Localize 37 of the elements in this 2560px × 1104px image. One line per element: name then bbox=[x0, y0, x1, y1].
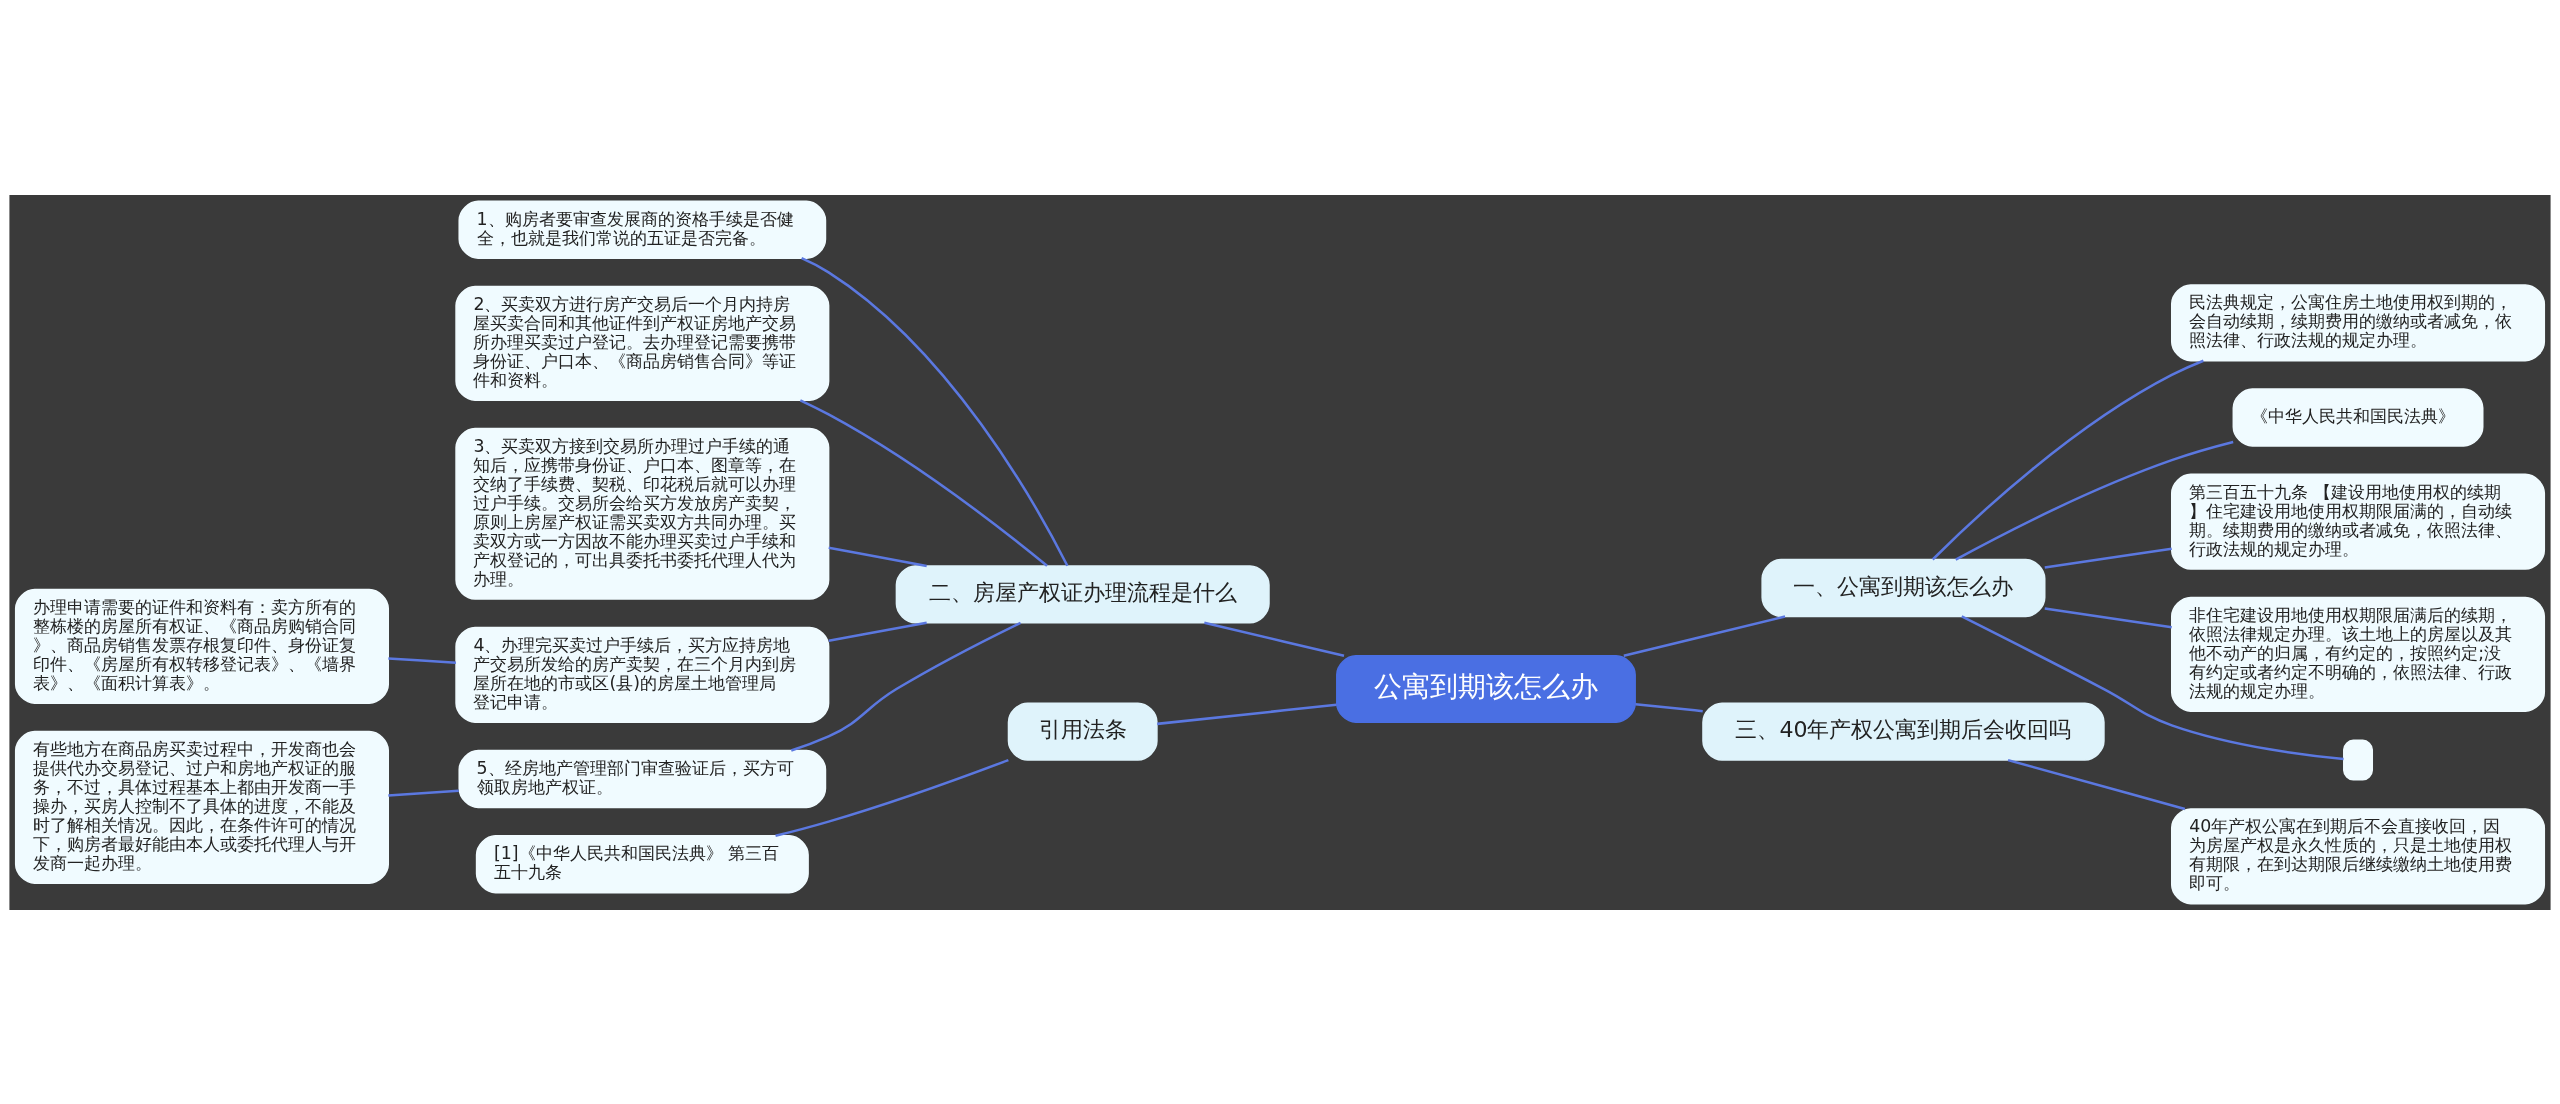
connector bbox=[801, 256, 1069, 566]
connector bbox=[388, 656, 456, 664]
connector bbox=[1961, 614, 2344, 760]
node-box: 《中华人民共和国民法典》 bbox=[2232, 387, 2484, 447]
node-box: 3、买卖双方接到交易所办理过户手续的通知后，应携带身份证、户口本、图章等，在交纳了手续费、契税、印花税后就可以办理过户手续。交易所会给买方发放房产卖契，原则上房屋产权证需买卖双方共同办理。买卖双方或一方因故不能办理买卖过户手续和产权登记的，可出具委托书委托代理人代为办理。 bbox=[455, 427, 830, 600]
connector bbox=[799, 398, 1048, 567]
connector bbox=[2044, 547, 2172, 569]
node-box: 民法典规定，公寓住房土地使用权到期的，会自动续期，续期费用的缴纳或者减免，依照法律、行政法规的规定办理。 bbox=[2171, 283, 2546, 362]
node-box: 办理申请需要的证件和资料有：卖方所有的整栋楼的房屋所有权证、《商品房购销合同》、商品房销售发票存根复印件、身份证复印件、《房屋所有权转移登记表》、《墙界表》、《面积计算表》。 bbox=[14, 588, 389, 704]
connector bbox=[1204, 621, 1345, 657]
node-box: 二、房屋产权证办理流程是什么 bbox=[895, 564, 1270, 624]
node-box: 4、办理完买卖过户手续后，买方应持房地产交易所发给的房产卖契，在三个月内到房屋所在地的市或区(县)的房屋土地管理局登记申请。 bbox=[455, 626, 830, 723]
connector bbox=[388, 789, 459, 797]
node-box bbox=[2343, 739, 2373, 781]
connector bbox=[775, 758, 1009, 837]
connector bbox=[828, 621, 927, 642]
connector bbox=[828, 546, 927, 567]
connector bbox=[1623, 614, 1786, 657]
node-box: 一、公寓到期该怎么办 bbox=[1761, 558, 2046, 617]
node-box: 2、买卖双方进行房产交易后一个月内持房屋买卖合同和其他证件到产权证房地产交易所办理买卖过户登记。去办理登记需要携带身份证、户口本、《商品房销售合同》等证件和资料。 bbox=[455, 285, 830, 401]
node-box: 引用法条 bbox=[1007, 701, 1158, 761]
connector bbox=[1931, 359, 2204, 560]
connector bbox=[1635, 702, 1703, 712]
node-box: 非住宅建设用地使用权期限届满后的续期，依照法律规定办理。该土地上的房屋以及其他不动产的归属，有约定的，按照约定;没有约定或者约定不明确的，依照法律、行政法规的规定办理。 bbox=[2171, 596, 2546, 712]
connector bbox=[1157, 703, 1337, 725]
node-box: 1、购房者要审查发展商的资格手续是否健全，也就是我们常说的五证是否完备。 bbox=[458, 200, 827, 259]
connector bbox=[1955, 440, 2234, 561]
node-box: 5、经房地产管理部门审查验证后，买方可领取房地产权证。 bbox=[458, 749, 827, 808]
connector bbox=[2007, 758, 2186, 810]
node-box: 公寓到期该怎么办 bbox=[1336, 654, 1636, 723]
node-box: 40年产权公寓在到期后不会直接收回，因为房屋产权是永久性质的，只是土地使用权有期限，在到达期限后继续缴纳土地使用费即可。 bbox=[2171, 807, 2546, 904]
node-box: 有些地方在商品房买卖过程中，开发商也会提供代办交易登记、过户和房地产权证的服务，不过，具体过程基本上都由开发商一手操办，买房人控制不了具体的进度，不能及时了解相关情况。因此，在条件许可的情况下，购房者最好能由本人或委托代理人与开发商一起办理。 bbox=[14, 730, 389, 884]
connector bbox=[2044, 606, 2172, 628]
node-box: 三、40年产权公寓到期后会收回吗 bbox=[1702, 701, 2105, 761]
node-box: [1]《中华人民共和国民法典》 第三百五十九条 bbox=[475, 834, 809, 893]
node-box: 第三百五十九条 【建设用地使用权的续期】住宅建设用地使用权期限届满的，自动续期。续期费用的缴纳或者减免，依照法律、行政法规的规定办理。 bbox=[2171, 473, 2546, 570]
connector bbox=[790, 621, 1022, 752]
